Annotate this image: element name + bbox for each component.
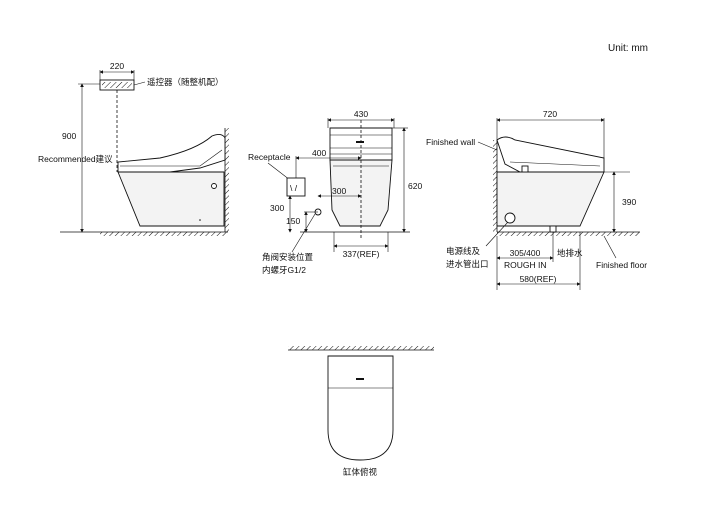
right-hinge-icon [521, 165, 529, 173]
floor-drain-label: 地排水 [557, 248, 583, 258]
top-view: 缸体俯视 [288, 346, 434, 477]
total-depth-value: 580(REF) [520, 274, 557, 284]
valve-label-line2: 内螺牙G1/2 [262, 265, 306, 275]
base-width-value: 337(REF) [343, 249, 380, 259]
top-view-caption: 缸体俯视 [343, 467, 378, 477]
recommended-label: Recommended建议 [38, 154, 113, 164]
finished-floor-leader [603, 235, 617, 259]
side-view-right: 720 Finished wall 390 电源线及 进水管出口 305/400… [426, 109, 647, 290]
front-width-value: 430 [354, 109, 368, 119]
right-wall-hatch [493, 140, 497, 232]
receptacle-mark: \ / [290, 183, 298, 193]
front-logo-mark [356, 141, 364, 143]
valve-height-value: 150 [286, 216, 300, 226]
side-view-left: 220 遥控器（随整机配） 900 Recommended建议 [38, 61, 229, 236]
right-outlet-icon [504, 212, 516, 224]
valve-label-line1: 角阀安装位置 [262, 252, 314, 262]
floor-drain-icon [549, 225, 557, 233]
finished-wall-label: Finished wall [426, 137, 475, 147]
receptacle-leader [267, 162, 291, 181]
remote-controller-hatch [102, 82, 132, 88]
power-leader [485, 221, 509, 247]
remote-label: 遥控器（随整机配） [147, 77, 224, 87]
rough-in-label: ROUGH IN [504, 260, 547, 270]
receptacle-label: Receptacle [248, 152, 291, 162]
rough-in-value: 305/400 [510, 248, 541, 258]
valve-leader [291, 213, 316, 253]
right-seat-line [509, 161, 601, 167]
front-height-value: 620 [408, 181, 422, 191]
unit-label: Unit: mm [608, 43, 648, 54]
top-wall-hatch [288, 346, 434, 350]
receptacle-height-value: 300 [270, 203, 284, 213]
toilet-lid-side [117, 133, 226, 173]
top-logo-mark [356, 378, 364, 380]
toilet-top-outline [327, 355, 394, 461]
toilet-lid-right [496, 136, 605, 173]
finished-wall-leader [477, 141, 498, 151]
front-view: 430 Receptacle \ / 400 300 300 150 角阀安装位… [248, 109, 422, 275]
right-width-value: 720 [543, 109, 557, 119]
left-dot [199, 219, 201, 221]
finished-floor-label: Finished floor [596, 260, 647, 270]
toilet-seat-line [120, 149, 223, 167]
receptacle-offset-value: 400 [312, 148, 326, 158]
right-height-value: 390 [622, 197, 636, 207]
height-900-value: 900 [62, 131, 76, 141]
left-button-icon [211, 183, 217, 189]
left-floor-hatch [100, 232, 228, 236]
remote-width-value: 220 [110, 61, 124, 71]
remote-leader [133, 81, 146, 86]
power-label-line2: 进水管出口 [446, 259, 489, 269]
toilet-body-side [117, 171, 225, 227]
right-floor-hatch [497, 232, 640, 236]
left-wall-hatch [225, 128, 229, 232]
water-offset-value: 300 [332, 186, 346, 196]
power-label-line1: 电源线及 [446, 246, 481, 256]
